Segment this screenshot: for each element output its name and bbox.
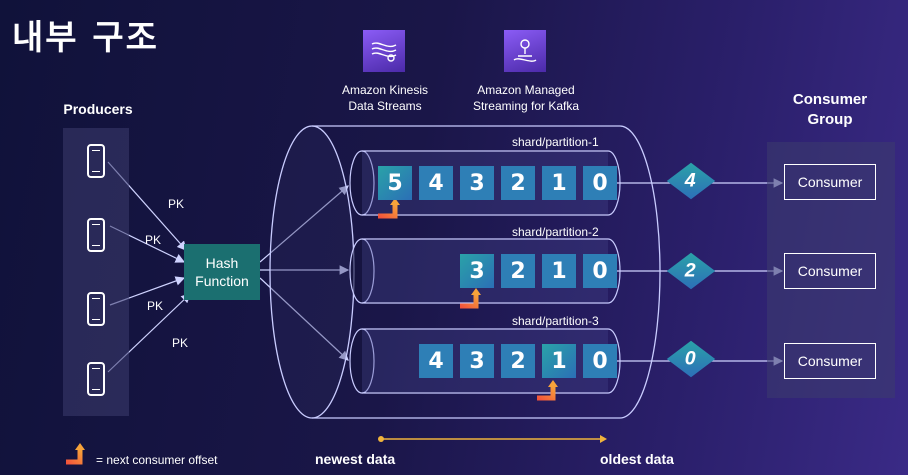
record: 0 <box>583 344 617 378</box>
record: 2 <box>501 344 535 378</box>
shard-tubes <box>349 150 621 394</box>
record: 3 <box>460 254 494 288</box>
record: 1 <box>542 254 576 288</box>
shard-1-records: 5 4 3 2 1 0 <box>378 166 617 200</box>
consumer-group-label: Consumer Group <box>792 91 868 128</box>
producer-3 <box>63 280 129 338</box>
shard-label: shard/partition-1 <box>512 135 599 149</box>
producer-4 <box>63 350 129 408</box>
shard-3-records: 4 3 2 1 0 <box>419 344 617 378</box>
hash-function-box: Hash Function <box>184 244 260 300</box>
pk-label: PK <box>147 299 164 313</box>
kinesis-icon <box>363 30 405 72</box>
record: 3 <box>460 166 494 200</box>
consumer-box: Consumer <box>784 343 876 379</box>
record: 2 <box>501 254 535 288</box>
record: 1 <box>542 344 576 378</box>
shard-2-records: 3 2 1 0 <box>460 254 617 288</box>
kafka-label: Amazon Managed Streaming for Kafka <box>472 83 580 113</box>
pk-label: PK <box>168 197 185 211</box>
record: 5 <box>378 166 412 200</box>
kinesis-label: Amazon Kinesis Data Streams <box>341 83 429 113</box>
phone-icon <box>87 292 105 326</box>
stream-cylinder <box>269 125 661 419</box>
phone-icon <box>87 218 105 252</box>
record: 4 <box>419 166 453 200</box>
record: 3 <box>460 344 494 378</box>
newest-data-label: newest data <box>315 451 396 467</box>
oldest-data-label: oldest data <box>600 451 674 467</box>
producer-1 <box>63 132 129 190</box>
pk-label: PK <box>172 336 189 350</box>
record: 0 <box>583 254 617 288</box>
consumer-box: Consumer <box>784 253 876 289</box>
consumer-box: Consumer <box>784 164 876 200</box>
kafka-icon <box>504 30 546 72</box>
page-title: 내부 구조 <box>12 18 159 58</box>
record: 2 <box>501 166 535 200</box>
consumer-group-panel <box>767 142 895 398</box>
pk-label: PK <box>145 233 162 247</box>
record: 4 <box>419 344 453 378</box>
producer-2 <box>63 206 129 264</box>
shard-label: shard/partition-2 <box>512 225 599 239</box>
shard-label: shard/partition-3 <box>512 314 599 328</box>
phone-icon <box>87 362 105 396</box>
record: 0 <box>583 166 617 200</box>
time-arrow <box>378 435 607 443</box>
record: 1 <box>542 166 576 200</box>
phone-icon <box>87 144 105 178</box>
producers-label: Producers <box>63 101 133 117</box>
offset-markers <box>66 204 556 465</box>
offset-legend: = next consumer offset <box>96 453 218 467</box>
